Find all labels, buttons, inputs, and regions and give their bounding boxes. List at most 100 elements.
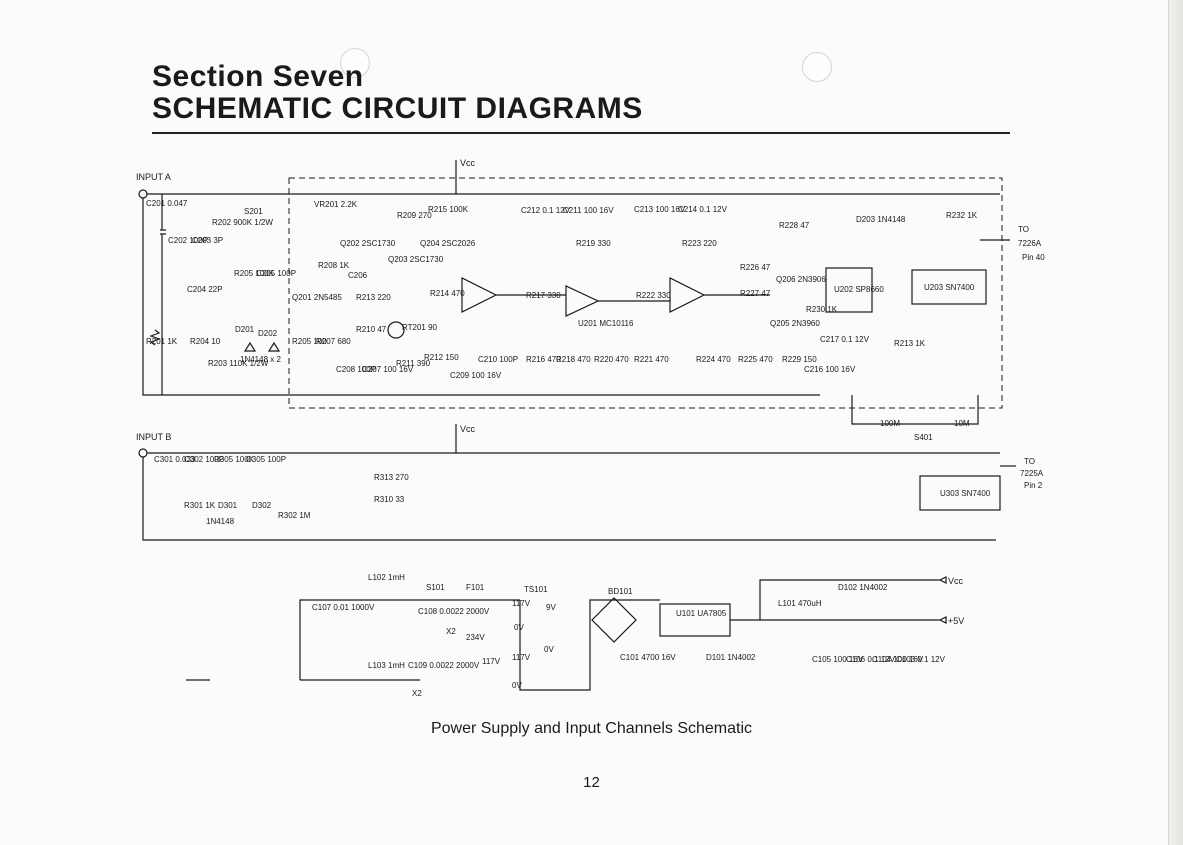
component-label: R216 470 [526, 355, 561, 364]
output-label: 7226A [1018, 239, 1042, 248]
switch-label: S401 [914, 433, 933, 442]
component-label: R310 33 [374, 495, 405, 504]
component-label: C216 100 16V [804, 365, 856, 374]
vcc-out-label: Vcc [948, 576, 964, 586]
output-label: TO [1018, 225, 1029, 234]
component-label: C108 0.0022 2000V [418, 607, 490, 616]
figure-caption: Power Supply and Input Channels Schemati… [430, 720, 753, 737]
switch-label: 100M [880, 419, 900, 428]
component-label: R302 1M [278, 511, 311, 520]
component-label: C211 100 16V [563, 206, 614, 215]
component-label: R217 330 [526, 291, 561, 300]
output-arrow-icon [938, 576, 947, 624]
component-label: L102 1mH [368, 573, 405, 582]
input-a-bus [142, 193, 1000, 396]
component-label: C101 4700 16V [620, 653, 676, 662]
component-label: R213 220 [356, 293, 391, 302]
component-label: C213 100 16V [634, 205, 686, 214]
component-label: R211 390 [396, 359, 431, 368]
component-label: S101 [426, 583, 445, 592]
component-label: Q202 2SC1730 [340, 239, 396, 248]
component-label: D202 [258, 329, 278, 338]
component-label: R213 1K [894, 339, 926, 348]
component-label: D102 1N4002 [838, 583, 888, 592]
vcc-b-label: Vcc [460, 424, 476, 434]
component-label: U201 MC10116 [578, 319, 634, 328]
component-label: C217 0.1 12V [820, 335, 870, 344]
component-label: C105 100 16V [812, 655, 864, 664]
output-label: 7225A [1020, 469, 1044, 478]
component-label: C208 100P [336, 365, 376, 374]
output-label: TO [1024, 457, 1035, 466]
component-label: C214 0.1 12V [678, 205, 728, 214]
component-label: X2 [412, 689, 422, 698]
component-label: R202 900K 1/2W [212, 218, 273, 227]
title-rule [152, 132, 1010, 134]
section-label: Section Seven [152, 60, 364, 93]
component-label: L101 470uH [778, 599, 822, 608]
component-label: R229 150 [782, 355, 817, 364]
component-label: C201 0.047 [146, 199, 188, 208]
input-a-jack [138, 189, 148, 199]
component-label: R215 100K [428, 205, 469, 214]
input-a-label: INPUT A [136, 172, 171, 182]
component-label: C209 100 16V [450, 371, 502, 380]
component-label: R203 110K 1/2W [208, 359, 269, 368]
component-label: 0V [544, 645, 554, 654]
component-label: F101 [466, 583, 485, 592]
component-label: 0V [514, 623, 524, 632]
component-label: C107 0.01 1000V [312, 603, 375, 612]
buffer-amp-3 [669, 277, 706, 313]
power-supply-wiring [186, 579, 940, 691]
component-label: TS101 [524, 585, 548, 594]
component-label: Q203 2SC1730 [388, 255, 444, 264]
page-number: 12 [583, 774, 600, 791]
component-label: L103 1mH [368, 661, 405, 670]
ic-u203 [911, 269, 987, 305]
input-b-label: INPUT B [136, 432, 171, 442]
component-label: X2 [446, 627, 456, 636]
punch-hole [340, 48, 370, 78]
component-label: 117V [482, 657, 501, 666]
component-label: R224 470 [696, 355, 731, 364]
thermistor-symbol [387, 321, 405, 339]
component-label: Q204 2SC2026 [420, 239, 476, 248]
component-label: 117V [512, 653, 531, 662]
component-label: C212 0.1 12V [521, 206, 571, 215]
component-label: D203 1N4148 [856, 215, 906, 224]
component-label: R205 100 [292, 337, 327, 346]
diode-symbol [243, 341, 281, 352]
switch-label: 10M [954, 419, 970, 428]
component-label: C207 100 16V [362, 365, 414, 374]
component-label: R219 330 [576, 239, 611, 248]
component-label: 1N4148 [206, 517, 235, 526]
component-label: D301 [218, 501, 238, 510]
component-label: C202 100P [168, 236, 208, 245]
signal-path [496, 294, 770, 302]
component-label: R225 470 [738, 355, 773, 364]
shielded-enclosure-outline [288, 177, 1003, 409]
component-label: RT201 90 [402, 323, 438, 332]
component-label: S201 [244, 207, 263, 216]
component-label: U303 SN7400 [940, 489, 991, 498]
component-label: 0V [512, 681, 522, 690]
output-label: Pin 2 [1024, 481, 1043, 490]
ic-u202 [825, 267, 873, 313]
component-label: C104 100 16V [872, 655, 924, 664]
capacitor-symbol [160, 194, 166, 395]
regulator-u101 [659, 603, 731, 637]
buffer-amp-2 [565, 285, 600, 317]
component-label: R232 1K [946, 211, 978, 220]
input-b-bus [142, 452, 1000, 541]
resistor-symbol [149, 329, 161, 346]
component-label: R201 1K [146, 337, 178, 346]
page-binding-edge [1168, 0, 1183, 845]
component-label: R210 47 [356, 325, 387, 334]
ic-u303 [919, 475, 1001, 511]
component-label: Q206 2N3906 [776, 275, 826, 284]
component-label: C305 100P [246, 455, 286, 464]
output-label: Pin 40 [1022, 253, 1045, 262]
component-label: R313 270 [374, 473, 409, 482]
